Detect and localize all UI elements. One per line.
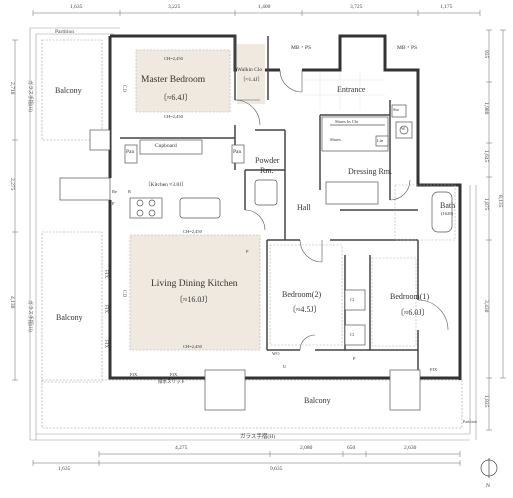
balcony-railing (29, 27, 477, 441)
walkin-closet-label: Walkin Clo (237, 67, 263, 73)
dim-top-4: 3,725 (350, 4, 363, 10)
dim-top-3: 1,400 (258, 4, 271, 10)
dim-right-2: 1,980 (483, 102, 489, 115)
glass-rail-left-2: ガラス手摺(H) (27, 300, 32, 332)
bedroom-1-size: 〔≈6.0J〕 (396, 308, 430, 317)
dim-top-2: 3,225 (168, 4, 181, 10)
master-bedroom-size: 〔≈6.4J〕 (159, 93, 193, 102)
dim-left-2: 2,275 (9, 178, 15, 191)
balcony-left-label: Balcony (56, 313, 83, 322)
bedroom-2-size: 〔≈4.5J〕 (288, 305, 322, 314)
fix-label-4: FIX (130, 372, 138, 377)
dim-right-total: 8,135 (497, 195, 503, 208)
wo-label: WO (272, 351, 280, 356)
shoes-closet-label: Shoes In Clo (335, 119, 359, 124)
cd-label: CD (121, 290, 126, 297)
closet-1-label: Cl (350, 297, 355, 302)
dim-left-3: 4,130 (9, 296, 15, 309)
hall-label: Hall (297, 203, 311, 212)
balcony-bottom-label: Balcony (304, 396, 331, 405)
closet-2-label: Cl (350, 332, 355, 337)
p-label-2: P (246, 249, 249, 254)
master-bedroom-label: Master Bedroom (141, 75, 206, 85)
bedroom-2-label: Bedroom(2) (282, 290, 322, 299)
partition-top-label: Partition (55, 29, 74, 35)
fix-label-5: FIX (170, 372, 178, 377)
living-ch-2: CH=2,450 (183, 344, 202, 349)
living-ch: CH=2,450 (183, 229, 202, 234)
kitchen-label: 〔Kitchen ≈3.8J〕 (145, 182, 187, 188)
balcony-top-left-label: Balcony (55, 86, 82, 95)
walkin-closet-size: 〔≈1.4J〕 (240, 77, 264, 83)
dim-bottom-3: 650 (347, 445, 356, 451)
dim-top-1: 1,635 (70, 4, 83, 10)
re-label: Re (112, 189, 117, 194)
dim-top-5: 1,175 (440, 4, 453, 10)
fix-label-2: FIX (103, 305, 108, 314)
dim-right-1: 935 (483, 50, 489, 59)
room-outlines (129, 49, 456, 351)
dim-right-6: 1,835 (483, 395, 489, 408)
living-size: 〔≈16.0J〕 (175, 295, 213, 304)
north-arrow (480, 458, 498, 478)
glass-rail-bottom: ガラス手摺(H) (240, 434, 276, 440)
glass-rail-left-1: ガラス手摺(H) (27, 80, 32, 112)
living-label: Living Dining Kitchen (151, 279, 238, 289)
mb-ps-left-label: MB・PS (291, 45, 312, 51)
dim-bottom-4: 2,630 (404, 445, 417, 451)
dim-bottom-2: 2,080 (300, 445, 313, 451)
bedroom-1-label: Bedroom(1) (390, 292, 430, 301)
lin-label: Lin (377, 138, 384, 143)
pantry-label: Pan (126, 149, 135, 155)
powder-room-sub: Rm. (260, 166, 274, 175)
bath-label: Bath (440, 201, 456, 210)
room-tint (130, 44, 388, 350)
drain-slit-label: 排水スリット (158, 379, 185, 384)
wash-label: W (401, 126, 406, 131)
powder-room-label: Powder (255, 156, 280, 165)
dim-bottom-outer-1: 1,635 (58, 466, 71, 472)
mb-ps-right-label: MB・PS (397, 45, 418, 51)
fix-label-3: FIX (103, 340, 108, 349)
p-label-3: P (353, 356, 356, 361)
dim-left-1: 2,710 (9, 82, 15, 95)
u-label: U (283, 364, 287, 369)
dim-right-4: 1,875 (483, 198, 489, 211)
cupboard-label: Cupboard (155, 143, 177, 149)
entrance-label: Entrance (337, 85, 366, 94)
dim-bottom-outer-2: 9,635 (270, 466, 283, 472)
p-label-1: P (112, 201, 115, 206)
master-bedroom-ch-2: CH=2,450 (164, 114, 183, 119)
partition-bottom-label: Partition (463, 419, 477, 424)
dimension-lines (12, 10, 506, 466)
bath-size: (1620) (441, 211, 453, 216)
dim-bottom-1: 4,275 (175, 445, 188, 451)
dim-right-5: 3,430 (483, 300, 489, 313)
master-bedroom-ch: CH=2,450 (164, 56, 183, 61)
fix-label-1: FIX (103, 270, 108, 279)
r-label: R (128, 189, 132, 194)
sto-label: Sto (393, 107, 400, 112)
north-label: N (486, 483, 490, 489)
pantry-label-2: Pan (233, 149, 242, 155)
shoes-label: Shoes (330, 137, 341, 142)
door-swings (234, 69, 449, 351)
dim-right-3: 1,645 (483, 150, 489, 163)
dressing-room-label: Dressing Rm. (348, 167, 392, 176)
cd-label-2: CD (121, 85, 126, 92)
entrance-tiles (302, 72, 385, 110)
fixtures (59, 104, 453, 411)
fix-label-6: FIX (430, 367, 438, 372)
